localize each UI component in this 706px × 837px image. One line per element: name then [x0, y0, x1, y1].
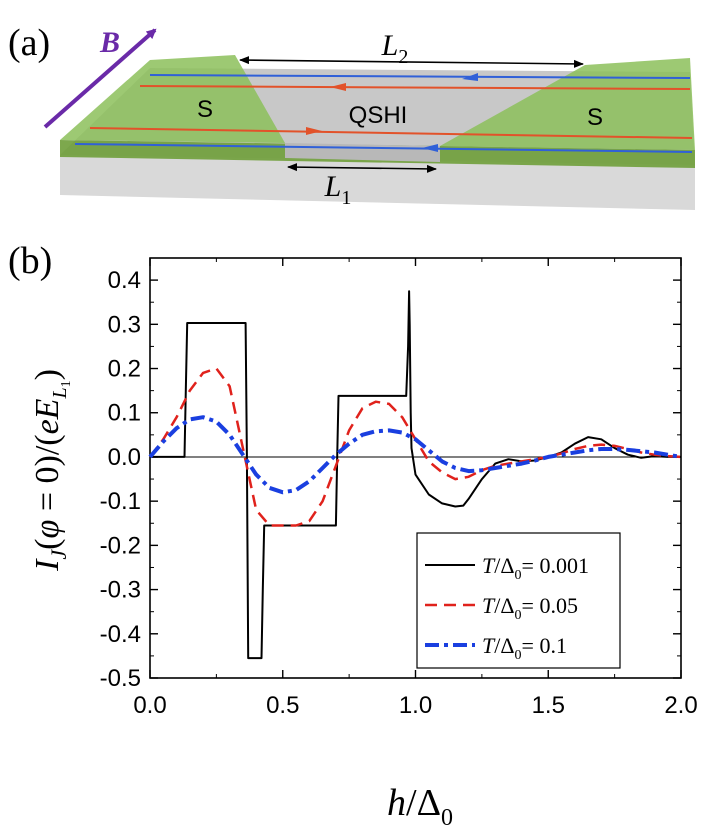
y-tick-label: 0.2: [108, 356, 141, 383]
y-tick-label: 0.1: [108, 400, 141, 427]
x-tick-label: 2.0: [664, 692, 697, 719]
x-tick-label: 0.5: [266, 692, 299, 719]
middle-label: QSHI: [349, 102, 408, 129]
edge-channel-top-blue: [149, 74, 691, 79]
svg-text:IJ(φ = 0)/(eEL1): IJ(φ = 0)/(eEL1): [29, 369, 74, 572]
y-tick-label: -0.5: [100, 665, 141, 692]
substrate: [60, 155, 695, 210]
left-lead-label: S: [197, 96, 213, 123]
edge-channel-bottom-red: [89, 127, 693, 139]
x-tick-label: 1.5: [532, 692, 565, 719]
right-superconductor: [440, 58, 695, 150]
panel-a: (a) S QSHI S L2 L1 B: [8, 22, 695, 210]
y-tick-label: 0.0: [108, 444, 141, 471]
edge-channel-top-red: [139, 85, 691, 90]
long-length-arrow: [239, 56, 584, 68]
panel-b-label: (b): [8, 240, 52, 282]
edge-channel-bottom-blue: [74, 143, 693, 153]
legend-box: [416, 532, 621, 669]
series-line-2: [148, 415, 682, 495]
legend-entry-1: T/Δ0= 0.05: [482, 593, 578, 623]
y-tick-label: 0.4: [108, 267, 141, 294]
data-curves: [148, 290, 682, 660]
arrow-top-blue-icon: [462, 73, 478, 81]
y-axis-label: IJ(φ = 0)/(eEL1): [29, 369, 74, 572]
short-length-label: L1: [324, 170, 352, 209]
y-tick-label: -0.4: [100, 621, 141, 648]
y-tick-label: 0.3: [108, 311, 141, 338]
field-label: B: [99, 26, 120, 59]
y-tick-label: -0.1: [100, 488, 141, 515]
panel-a-label: (a): [8, 22, 50, 64]
x-tick-label: 0.0: [133, 692, 166, 719]
legend-entry-2: T/Δ0= 0.1: [482, 633, 567, 663]
arrow-top-red-icon: [330, 83, 346, 91]
y-tick-label: -0.3: [100, 577, 141, 604]
right-lead-label: S: [587, 104, 603, 131]
field-arrow: [43, 28, 157, 129]
left-superconductor: [60, 55, 285, 143]
short-length-arrow: [287, 163, 437, 173]
legend: T/Δ0= 0.001 T/Δ0= 0.05 T/Δ0= 0.1: [416, 532, 621, 669]
long-length-label: L2: [381, 29, 409, 68]
axis-ticks: 0.0 0.5 1.0 1.5 2.0 -0.5 -0.4 -0.3 -0.2 -0.1 0.0 0.…: [100, 258, 698, 719]
x-tick-label: 1.0: [399, 692, 432, 719]
series-line-0: [150, 290, 681, 660]
legend-entry-0: T/Δ0= 0.001: [482, 553, 589, 583]
arrow-bottom-blue-icon: [422, 144, 438, 152]
y-tick-label: -0.2: [100, 532, 141, 559]
arrow-bottom-red-icon: [306, 127, 322, 135]
x-axis-label: h/Δ0: [387, 782, 453, 831]
